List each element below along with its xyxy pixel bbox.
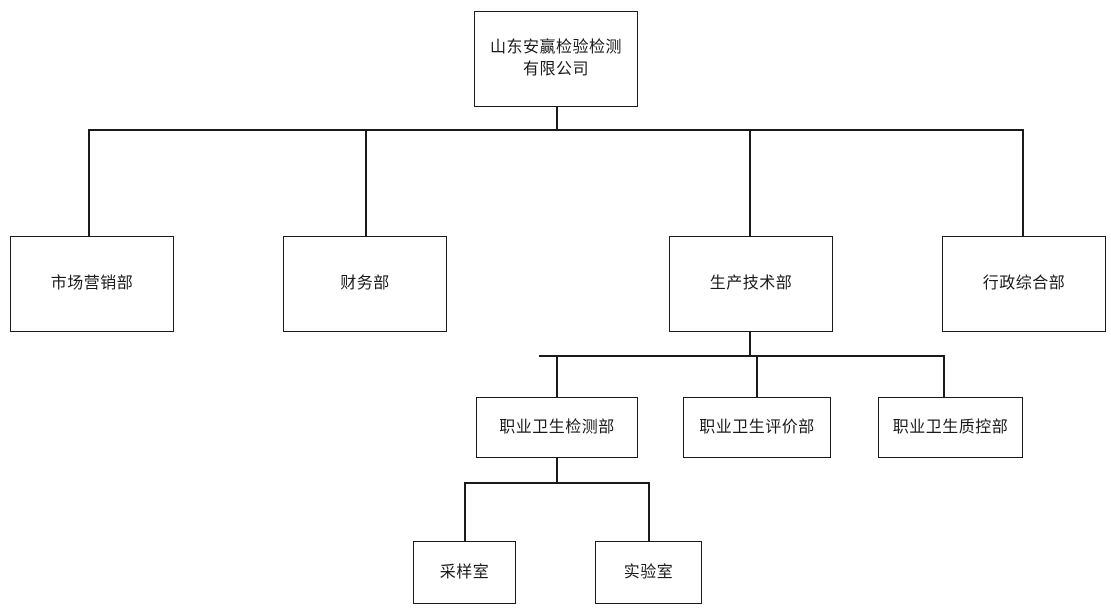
connector-drop-sampling: [464, 482, 466, 542]
connector-level1-bus: [89, 129, 1024, 131]
connector-drop-oheval: [756, 355, 758, 398]
connector-prodtech-stem: [749, 332, 751, 357]
org-node-market[interactable]: 市场营销部: [10, 236, 174, 332]
org-node-lab[interactable]: 实验室: [595, 541, 702, 604]
connector-level3-bus: [464, 482, 650, 484]
org-node-prodtech[interactable]: 生产技术部: [669, 236, 833, 332]
org-node-ohqc-label: 职业卫生质控部: [892, 418, 1009, 436]
connector-drop-finance: [365, 129, 367, 237]
connector-drop-lab: [648, 482, 650, 542]
connector-drop-market: [88, 129, 90, 237]
org-node-admin-label: 行政综合部: [982, 275, 1066, 293]
org-node-root-label: 山东安赢检验检测 有限公司: [489, 39, 622, 78]
org-node-root[interactable]: 山东安赢检验检测 有限公司: [474, 11, 638, 107]
org-node-ohqc[interactable]: 职业卫生质控部: [878, 397, 1023, 458]
connector-drop-ohdetect: [556, 355, 558, 398]
org-node-ohdetect-label: 职业卫生检测部: [499, 418, 615, 436]
connector-drop-admin: [1022, 129, 1024, 237]
connector-level2-bus: [539, 355, 945, 357]
org-node-finance[interactable]: 财务部: [283, 236, 447, 332]
org-node-prodtech-label: 生产技术部: [709, 275, 793, 293]
org-node-oheval[interactable]: 职业卫生评价部: [683, 397, 831, 458]
org-node-market-label: 市场营销部: [50, 275, 134, 293]
org-node-oheval-label: 职业卫生评价部: [699, 418, 815, 436]
org-node-lab-label: 实验室: [623, 563, 674, 581]
org-node-sampling-label: 采样室: [439, 563, 490, 581]
connector-ohdetect-stem: [556, 458, 558, 483]
connector-drop-ohqc: [943, 355, 945, 398]
org-node-ohdetect[interactable]: 职业卫生检测部: [476, 397, 638, 458]
connector-root-stem: [556, 107, 558, 131]
org-node-finance-label: 财务部: [340, 275, 390, 293]
org-node-sampling[interactable]: 采样室: [413, 541, 516, 604]
connector-drop-prodtech: [749, 129, 751, 237]
org-node-admin[interactable]: 行政综合部: [942, 236, 1106, 332]
